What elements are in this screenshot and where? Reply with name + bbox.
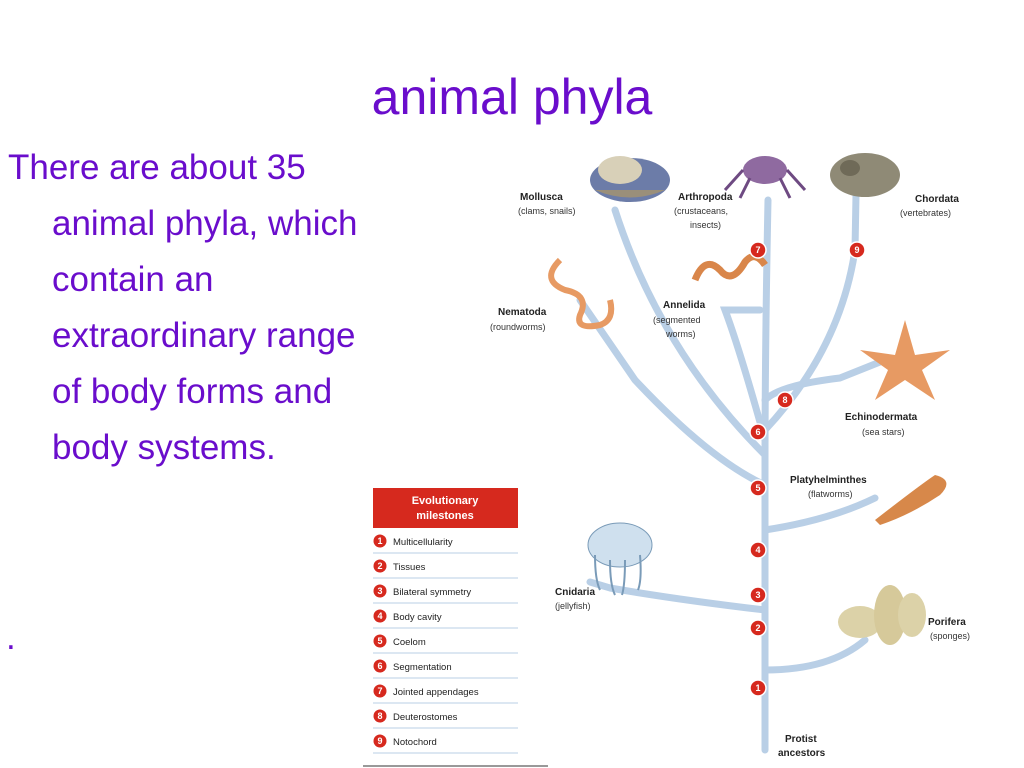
marker-9: 9 [848, 241, 866, 259]
cnidaria-branch [586, 578, 769, 614]
label-annelida-common2: worms) [665, 329, 696, 339]
label-chordata-common: (vertebrates) [900, 208, 951, 218]
slide-title: animal phyla [371, 69, 653, 125]
snail-illustration [590, 156, 670, 202]
phylogenetic-tree-figure: Mollusca (clams, snails) Arthropoda (cru… [363, 153, 970, 767]
frog-illustration [830, 153, 900, 197]
svg-text:6: 6 [377, 661, 382, 671]
svg-text:6: 6 [755, 427, 760, 437]
svg-text:5: 5 [755, 483, 760, 493]
platyhelminthes-branch [761, 494, 879, 534]
label-platyhelminthes: Platyhelminthes [790, 475, 867, 486]
label-cnidaria-common: (jellyfish) [555, 601, 591, 611]
legend-row-4: 4 Body cavity [373, 609, 442, 623]
svg-text:2: 2 [755, 623, 760, 633]
svg-text:4: 4 [755, 545, 760, 555]
legend-header [373, 488, 518, 528]
svg-text:8: 8 [782, 395, 787, 405]
label-porifera: Porifera [928, 617, 966, 628]
svg-text:Coelom: Coelom [393, 637, 426, 648]
roundworm-illustration [548, 257, 615, 330]
legend-row-2: 2 Tissues [373, 559, 426, 573]
svg-text:1: 1 [755, 683, 760, 693]
label-arthropoda-common: (crustaceans, [674, 206, 728, 216]
legend-row-3: 3 Bilateral symmetry [373, 584, 471, 598]
svg-text:Bilateral symmetry: Bilateral symmetry [393, 587, 471, 598]
svg-text:4: 4 [377, 611, 382, 621]
legend-title-line1: Evolutionary [412, 495, 480, 507]
label-mollusca: Mollusca [520, 192, 563, 203]
marker-6: 6 [749, 423, 767, 441]
svg-text:Segmentation: Segmentation [393, 662, 452, 673]
bullet-block: There are about 35 animal phyla, which c… [8, 140, 368, 476]
marker-5: 5 [749, 479, 767, 497]
marker-4: 4 [749, 541, 767, 559]
starfish-illustration [860, 320, 950, 400]
flatworm-illustration [875, 475, 947, 525]
echinodermata-branch [761, 358, 884, 404]
label-annelida-common: (segmented [653, 315, 701, 325]
svg-text:7: 7 [755, 245, 760, 255]
tree-markers: 1 2 3 4 5 6 7 8 9 [749, 241, 866, 697]
jellyfish-illustration [587, 522, 653, 596]
label-platyhelminthes-common: (flatworms) [808, 489, 853, 499]
earthworm-illustration [691, 253, 768, 282]
legend-rows [373, 552, 518, 754]
mollusca-branch [611, 206, 769, 459]
marker-2: 2 [749, 619, 767, 637]
legend-row-1: 1 Multicellularity [373, 534, 453, 548]
sponge-illustration [838, 585, 926, 645]
bullet-text: There are about 35 animal phyla, which c… [8, 148, 358, 467]
label-mollusca-common: (clams, snails) [518, 206, 576, 216]
svg-text:Body cavity: Body cavity [393, 612, 442, 623]
legend-row-5: 5 Coelom [373, 634, 426, 648]
label-arthropoda-common2: insects) [690, 220, 721, 230]
svg-text:3: 3 [377, 586, 382, 596]
svg-text:1: 1 [377, 536, 382, 546]
svg-text:7: 7 [377, 686, 382, 696]
legend-row-9: 9 Notochord [373, 734, 437, 748]
legend-row-7: 7 Jointed appendages [373, 684, 479, 698]
svg-text:8: 8 [377, 711, 382, 721]
label-cnidaria: Cnidaria [555, 587, 595, 598]
label-protist-common: ancestors [778, 748, 826, 759]
bullet-dot: . [6, 618, 16, 657]
label-echinodermata: Echinodermata [845, 412, 918, 423]
svg-text:Deuterostomes: Deuterostomes [393, 712, 458, 723]
svg-text:3: 3 [755, 590, 760, 600]
legend-row-8: 8 Deuterostomes [373, 709, 458, 723]
svg-text:Tissues: Tissues [393, 562, 426, 573]
svg-text:5: 5 [377, 636, 382, 646]
nematoda-branch [576, 296, 769, 489]
label-echinodermata-common: (sea stars) [862, 427, 905, 437]
label-porifera-common: (sponges) [930, 631, 970, 641]
marker-3: 3 [749, 586, 767, 604]
svg-text:Notochord: Notochord [393, 737, 437, 748]
milestones-legend: Evolutionary milestones 1 Multicellularit… [363, 488, 548, 767]
porifera-branch [761, 636, 869, 674]
label-arthropoda: Arthropoda [678, 192, 733, 203]
label-chordata: Chordata [915, 194, 959, 205]
svg-text:9: 9 [377, 736, 382, 746]
svg-text:Multicellularity: Multicellularity [393, 537, 453, 548]
label-protist: Protist [785, 734, 817, 745]
svg-text:9: 9 [854, 245, 859, 255]
marker-1: 1 [749, 679, 767, 697]
label-annelida: Annelida [663, 300, 706, 311]
label-nematoda-common: (roundworms) [490, 322, 546, 332]
legend-title-line2: milestones [416, 510, 473, 522]
crab-illustration [723, 156, 807, 199]
svg-text:Jointed appendages: Jointed appendages [393, 687, 479, 698]
svg-text:2: 2 [377, 561, 382, 571]
annelida-branch [719, 306, 769, 444]
marker-8: 8 [776, 391, 794, 409]
marker-7: 7 [749, 241, 767, 259]
label-nematoda: Nematoda [498, 307, 547, 318]
legend-row-6: 6 Segmentation [373, 659, 452, 673]
